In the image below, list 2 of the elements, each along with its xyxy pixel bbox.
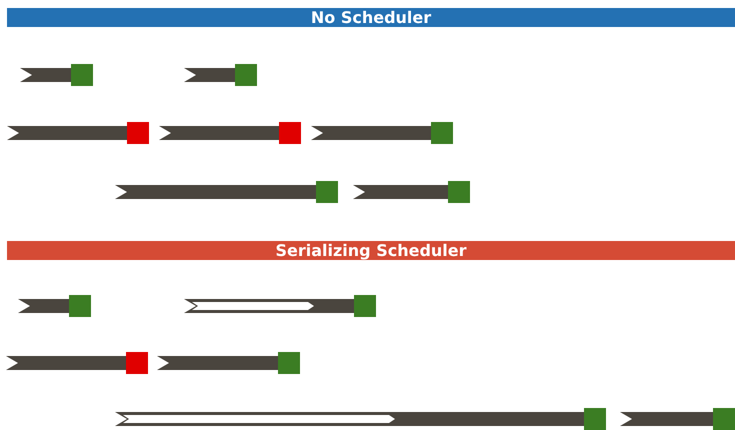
section-header: No Scheduler [7,8,735,27]
section-header: Serializing Scheduler [7,241,735,260]
